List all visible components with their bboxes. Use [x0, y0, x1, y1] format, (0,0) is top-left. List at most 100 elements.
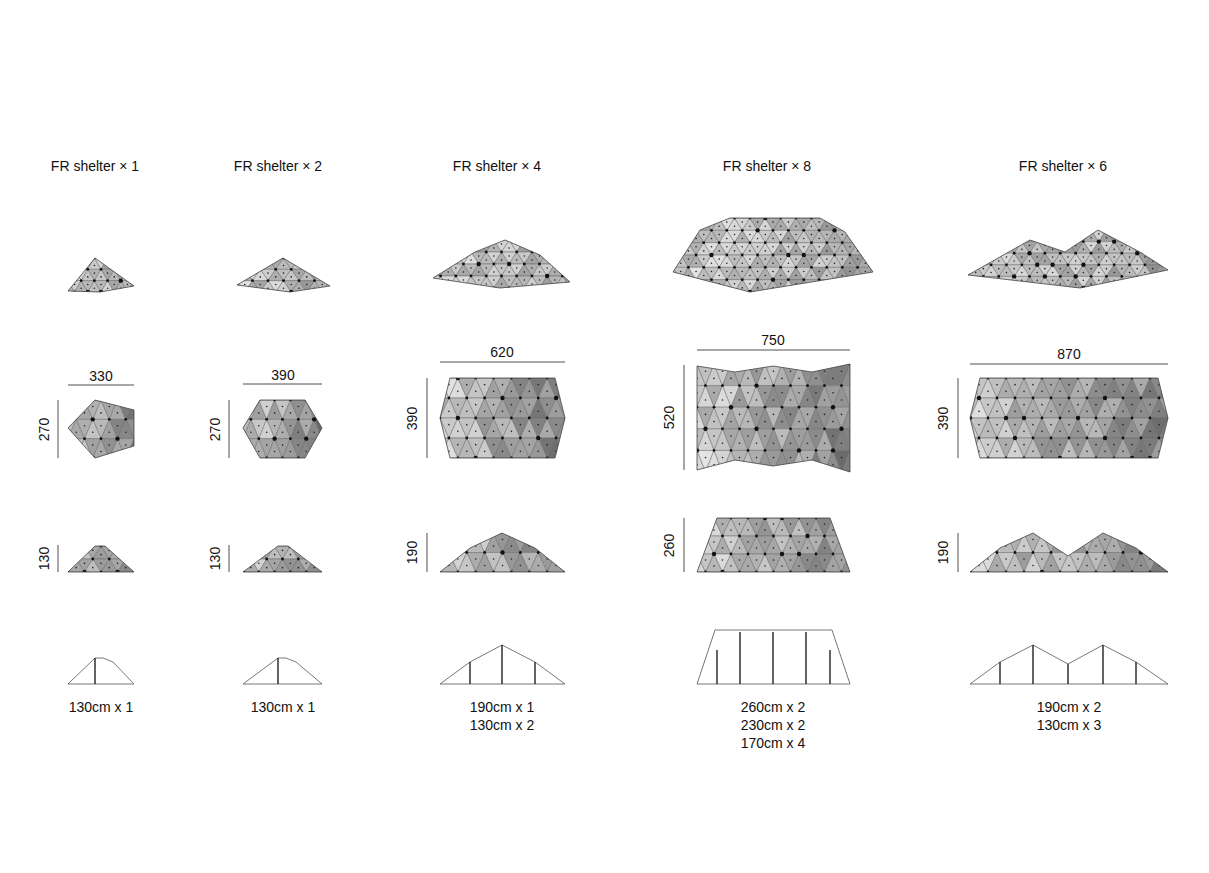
facet-dot: [87, 284, 89, 286]
mesh-facet: [227, 439, 243, 458]
mesh-facet: [658, 243, 673, 255]
mesh-facet: [268, 269, 284, 280]
facet-dot: [1029, 268, 1031, 270]
anchor-dot: [764, 291, 767, 294]
mesh-facet: [330, 546, 346, 559]
anchor-dot: [749, 266, 752, 269]
facet-dot: [100, 276, 102, 278]
anchor-dot: [1067, 263, 1070, 266]
anchor-dot: [1004, 416, 1008, 420]
facet-dot: [756, 457, 758, 459]
mesh-facet: [418, 276, 433, 288]
facet-dot: [1041, 444, 1043, 446]
shelter-outline: [237, 258, 330, 292]
facet-dot: [493, 271, 495, 273]
mesh-facet: [494, 553, 512, 573]
anchor-dot: [687, 266, 690, 269]
facet-dot: [259, 276, 261, 278]
mesh-facet: [953, 230, 968, 242]
shelter-outline: [243, 400, 322, 458]
mesh-facet: [968, 276, 983, 288]
anchor-dot: [522, 286, 526, 290]
anchor-dot: [259, 291, 262, 294]
facet-dot: [463, 271, 465, 273]
facet-dot: [826, 258, 828, 260]
anchor-dot: [695, 254, 698, 257]
mesh-facet: [556, 418, 574, 438]
mesh-facet: [748, 429, 765, 451]
facet-dot: [108, 406, 110, 408]
facet-dot: [747, 378, 749, 380]
anchor-dot: [282, 279, 285, 282]
anchor-dot: [305, 290, 309, 294]
facet-dot: [1050, 384, 1052, 386]
mesh-facet: [688, 255, 703, 267]
facet-dot: [92, 550, 94, 552]
facet-dot: [108, 444, 110, 446]
facet-dot: [298, 272, 300, 274]
mesh-facet: [1168, 398, 1186, 418]
mesh-facet: [555, 252, 570, 264]
facet-dot: [757, 221, 759, 223]
facet-dot: [1104, 424, 1106, 426]
anchor-dot: [710, 278, 713, 281]
anchor-dot: [1032, 397, 1035, 400]
facet-dot: [1044, 260, 1046, 262]
facet-dot: [987, 444, 989, 446]
facet-dot: [1052, 256, 1054, 258]
mesh-facet: [322, 419, 338, 438]
facet-dot: [803, 246, 805, 248]
mesh-facet: [1168, 253, 1183, 265]
facet-dot: [726, 271, 728, 273]
anchor-dot: [1005, 263, 1008, 266]
facet-dot: [798, 435, 800, 437]
facet-dot: [1131, 444, 1133, 446]
mesh-facet: [953, 242, 968, 254]
anchor-dot: [687, 291, 690, 294]
facet-dot: [865, 262, 867, 264]
mesh-facet: [243, 546, 259, 559]
anchor-dot: [997, 229, 1000, 232]
anchor-dot: [510, 417, 513, 420]
mesh-facet: [227, 419, 243, 438]
anchor-dot: [710, 229, 713, 232]
facet-dot: [726, 262, 728, 264]
facet-dot: [1121, 245, 1123, 247]
anchor-dot: [1149, 417, 1152, 420]
mesh-facet: [873, 267, 888, 279]
facet-dot: [1059, 391, 1061, 393]
anchor-dot: [1113, 417, 1116, 420]
mesh-facet: [765, 429, 782, 451]
facet-dot: [1006, 256, 1008, 258]
mesh-facet: [538, 533, 556, 553]
facet-dot: [826, 225, 828, 227]
facet-dot: [1149, 391, 1151, 393]
anchor-dot: [815, 406, 818, 409]
mesh-facet: [52, 559, 69, 572]
mesh-facet: [1014, 230, 1029, 242]
mesh-facet: [1024, 398, 1042, 418]
anchor-dot: [833, 254, 836, 257]
anchor-dot: [1020, 263, 1023, 266]
facet-dot: [290, 284, 292, 286]
anchor-dot: [106, 279, 109, 282]
anchor-dot: [528, 532, 531, 535]
facet-dot: [1086, 384, 1088, 386]
anchor-dot: [779, 241, 782, 244]
anchor-dot: [523, 263, 526, 266]
mesh-facet: [1145, 242, 1160, 254]
facet-dot: [749, 283, 751, 285]
mesh-facet: [1160, 242, 1175, 254]
mesh-facet: [1176, 253, 1191, 265]
facet-dot: [539, 279, 541, 281]
facet-dot: [1075, 268, 1077, 270]
anchor-dot: [536, 436, 540, 440]
facet-dot: [520, 424, 522, 426]
mesh-facet: [227, 559, 243, 572]
mesh-facet: [735, 255, 750, 267]
mesh-facet: [94, 269, 107, 280]
facet-dot: [841, 414, 843, 416]
mesh-facet: [330, 400, 346, 419]
mesh-facet: [235, 400, 251, 419]
anchor-dot: [492, 239, 495, 242]
